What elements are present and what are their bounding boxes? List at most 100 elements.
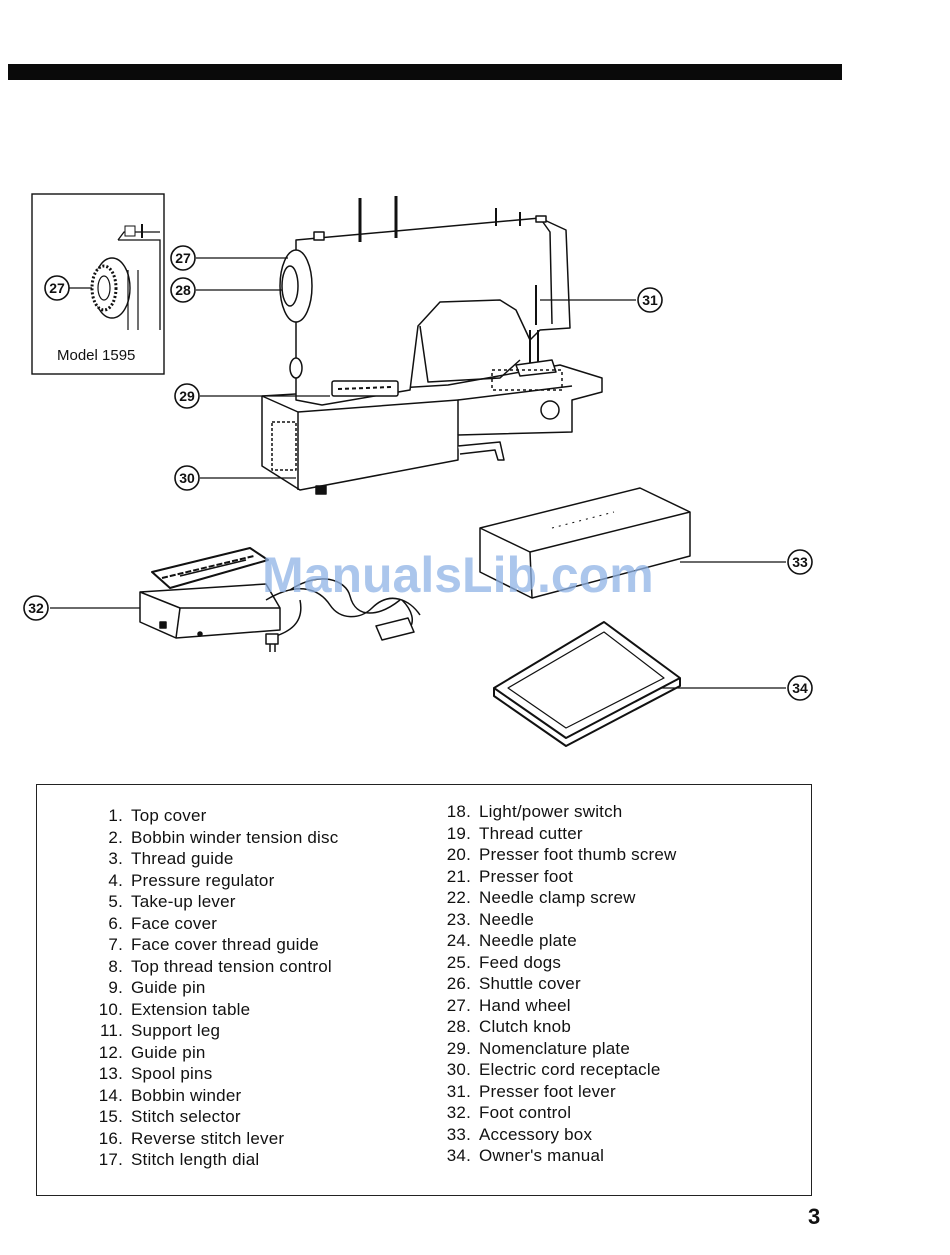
part-item: 20.Presser foot thumb screw — [437, 844, 677, 866]
part-item: 9.Guide pin — [89, 977, 338, 999]
owners-manual — [493, 621, 681, 747]
part-item: 33. Accessory box — [437, 1124, 677, 1146]
callout-34: 34 — [787, 675, 813, 701]
part-number: 32. — [446, 1103, 471, 1122]
part-item: 29.Nomenclature plate — [437, 1038, 677, 1060]
part-number: 30. — [446, 1060, 471, 1079]
part-item: 6.Face cover — [89, 913, 338, 935]
part-item: 15. Stitch selector — [89, 1106, 338, 1128]
callout-32: 32 — [23, 595, 49, 621]
page-number: 3 — [808, 1204, 821, 1229]
callout-27: 27 — [170, 245, 196, 271]
watermark: ManualsLib.com — [262, 547, 654, 603]
part-number: 29. — [446, 1038, 471, 1058]
inset-caption: Model 1595 — [57, 347, 135, 364]
part-item: 3. Thread guide — [89, 848, 338, 870]
svg-text:31: 31 — [642, 292, 658, 308]
part-label: Spool pins — [131, 1064, 213, 1083]
part-number: 7. — [108, 935, 123, 954]
part-label: Stitch length dial — [131, 1150, 260, 1169]
part-number: 26. — [446, 974, 471, 993]
svg-text:27: 27 — [49, 280, 65, 296]
part-label: Owner's manual — [479, 1146, 605, 1165]
part-label: Face cover thread guide — [131, 935, 319, 954]
part-item: 16. Reverse stitch lever — [89, 1128, 338, 1150]
part-item: 24.Needle plate — [437, 930, 677, 952]
part-item: 11.Support leg — [89, 1020, 338, 1042]
part-item: 18. Light/power switch — [437, 801, 677, 823]
accessory-box — [479, 487, 691, 599]
svg-text:33: 33 — [792, 554, 808, 570]
part-number: 12. — [98, 1042, 123, 1062]
part-number: 5. — [108, 892, 123, 911]
part-item: 8.Top thread tension control — [89, 956, 338, 978]
part-label: Presser foot lever — [479, 1081, 616, 1101]
part-number: 31. — [446, 1081, 471, 1101]
part-label: Reverse stitch lever — [131, 1128, 285, 1148]
part-item: 32.Foot control — [437, 1102, 677, 1124]
callout-30: 30 — [174, 465, 200, 491]
part-number: 17. — [98, 1150, 123, 1169]
part-item: 21.Presser foot — [437, 866, 677, 888]
part-number: 8. — [108, 956, 123, 976]
part-number: 33. — [446, 1124, 471, 1144]
sewing-machine-illustration: Model 1595 27 — [23, 193, 813, 747]
part-label: Bobbin winder tension disc — [131, 827, 339, 847]
part-label: Take-up lever — [131, 892, 236, 911]
part-label: Hand wheel — [479, 995, 571, 1015]
sewing-machine — [261, 196, 603, 495]
part-number: 15. — [98, 1107, 123, 1126]
leader-lines — [50, 257, 786, 689]
part-label: Presser foot thumb screw — [479, 845, 677, 864]
svg-text:29: 29 — [179, 388, 195, 404]
part-item: 27. Hand wheel — [437, 995, 677, 1017]
part-label: Stitch selector — [131, 1107, 241, 1126]
part-item: 22. Needle clamp screw — [437, 887, 677, 909]
part-number: 25. — [446, 952, 471, 972]
part-label: Electric cord receptacle — [479, 1060, 661, 1079]
part-label: Guide pin — [131, 978, 206, 997]
part-number: 19. — [446, 823, 471, 843]
part-label: Feed dogs — [479, 952, 562, 972]
part-number: 22. — [446, 888, 471, 907]
part-label: Needle — [479, 909, 535, 929]
part-number: 18. — [446, 802, 471, 821]
part-item: 14.Bobbin winder — [89, 1085, 338, 1107]
part-number: 34. — [446, 1146, 471, 1165]
part-label: Clutch knob — [479, 1017, 571, 1036]
part-label: Support leg — [131, 1021, 221, 1040]
part-label: Light/power switch — [479, 802, 623, 821]
part-label: Thread guide — [131, 849, 234, 868]
part-item: 1.Top cover — [89, 805, 338, 827]
part-item: 17. Stitch length dial — [89, 1149, 338, 1171]
foot-control — [139, 547, 421, 652]
part-item: 7. Face cover thread guide — [89, 934, 338, 956]
part-label: Shuttle cover — [479, 974, 581, 993]
part-label: Guide pin — [131, 1042, 206, 1062]
part-number: 3. — [108, 849, 123, 868]
part-label: Extension table — [131, 999, 251, 1019]
svg-text:30: 30 — [179, 470, 195, 486]
part-item: 12. Guide pin — [89, 1042, 338, 1064]
svg-text:32: 32 — [28, 600, 44, 616]
part-item: 13. Spool pins — [89, 1063, 338, 1085]
part-number: 16. — [98, 1128, 123, 1148]
part-label: Pressure regulator — [131, 870, 275, 890]
callout-33: 33 — [787, 549, 813, 575]
part-item: 31. Presser foot lever — [437, 1081, 677, 1103]
part-label: Needle plate — [479, 931, 577, 950]
part-item: 19.Thread cutter — [437, 823, 677, 845]
part-label: Accessory box — [479, 1124, 593, 1144]
header-rule — [8, 64, 842, 80]
part-number: 27. — [446, 995, 471, 1015]
part-number: 28. — [446, 1017, 471, 1036]
callout-27-inset: 27 — [44, 275, 70, 301]
svg-text:34: 34 — [792, 680, 808, 696]
part-number: 13. — [98, 1064, 123, 1083]
part-label: Needle clamp screw — [479, 888, 636, 907]
part-number: 10. — [98, 999, 123, 1019]
part-item: 28. Clutch knob — [437, 1016, 677, 1038]
callout-29: 29 — [174, 383, 200, 409]
